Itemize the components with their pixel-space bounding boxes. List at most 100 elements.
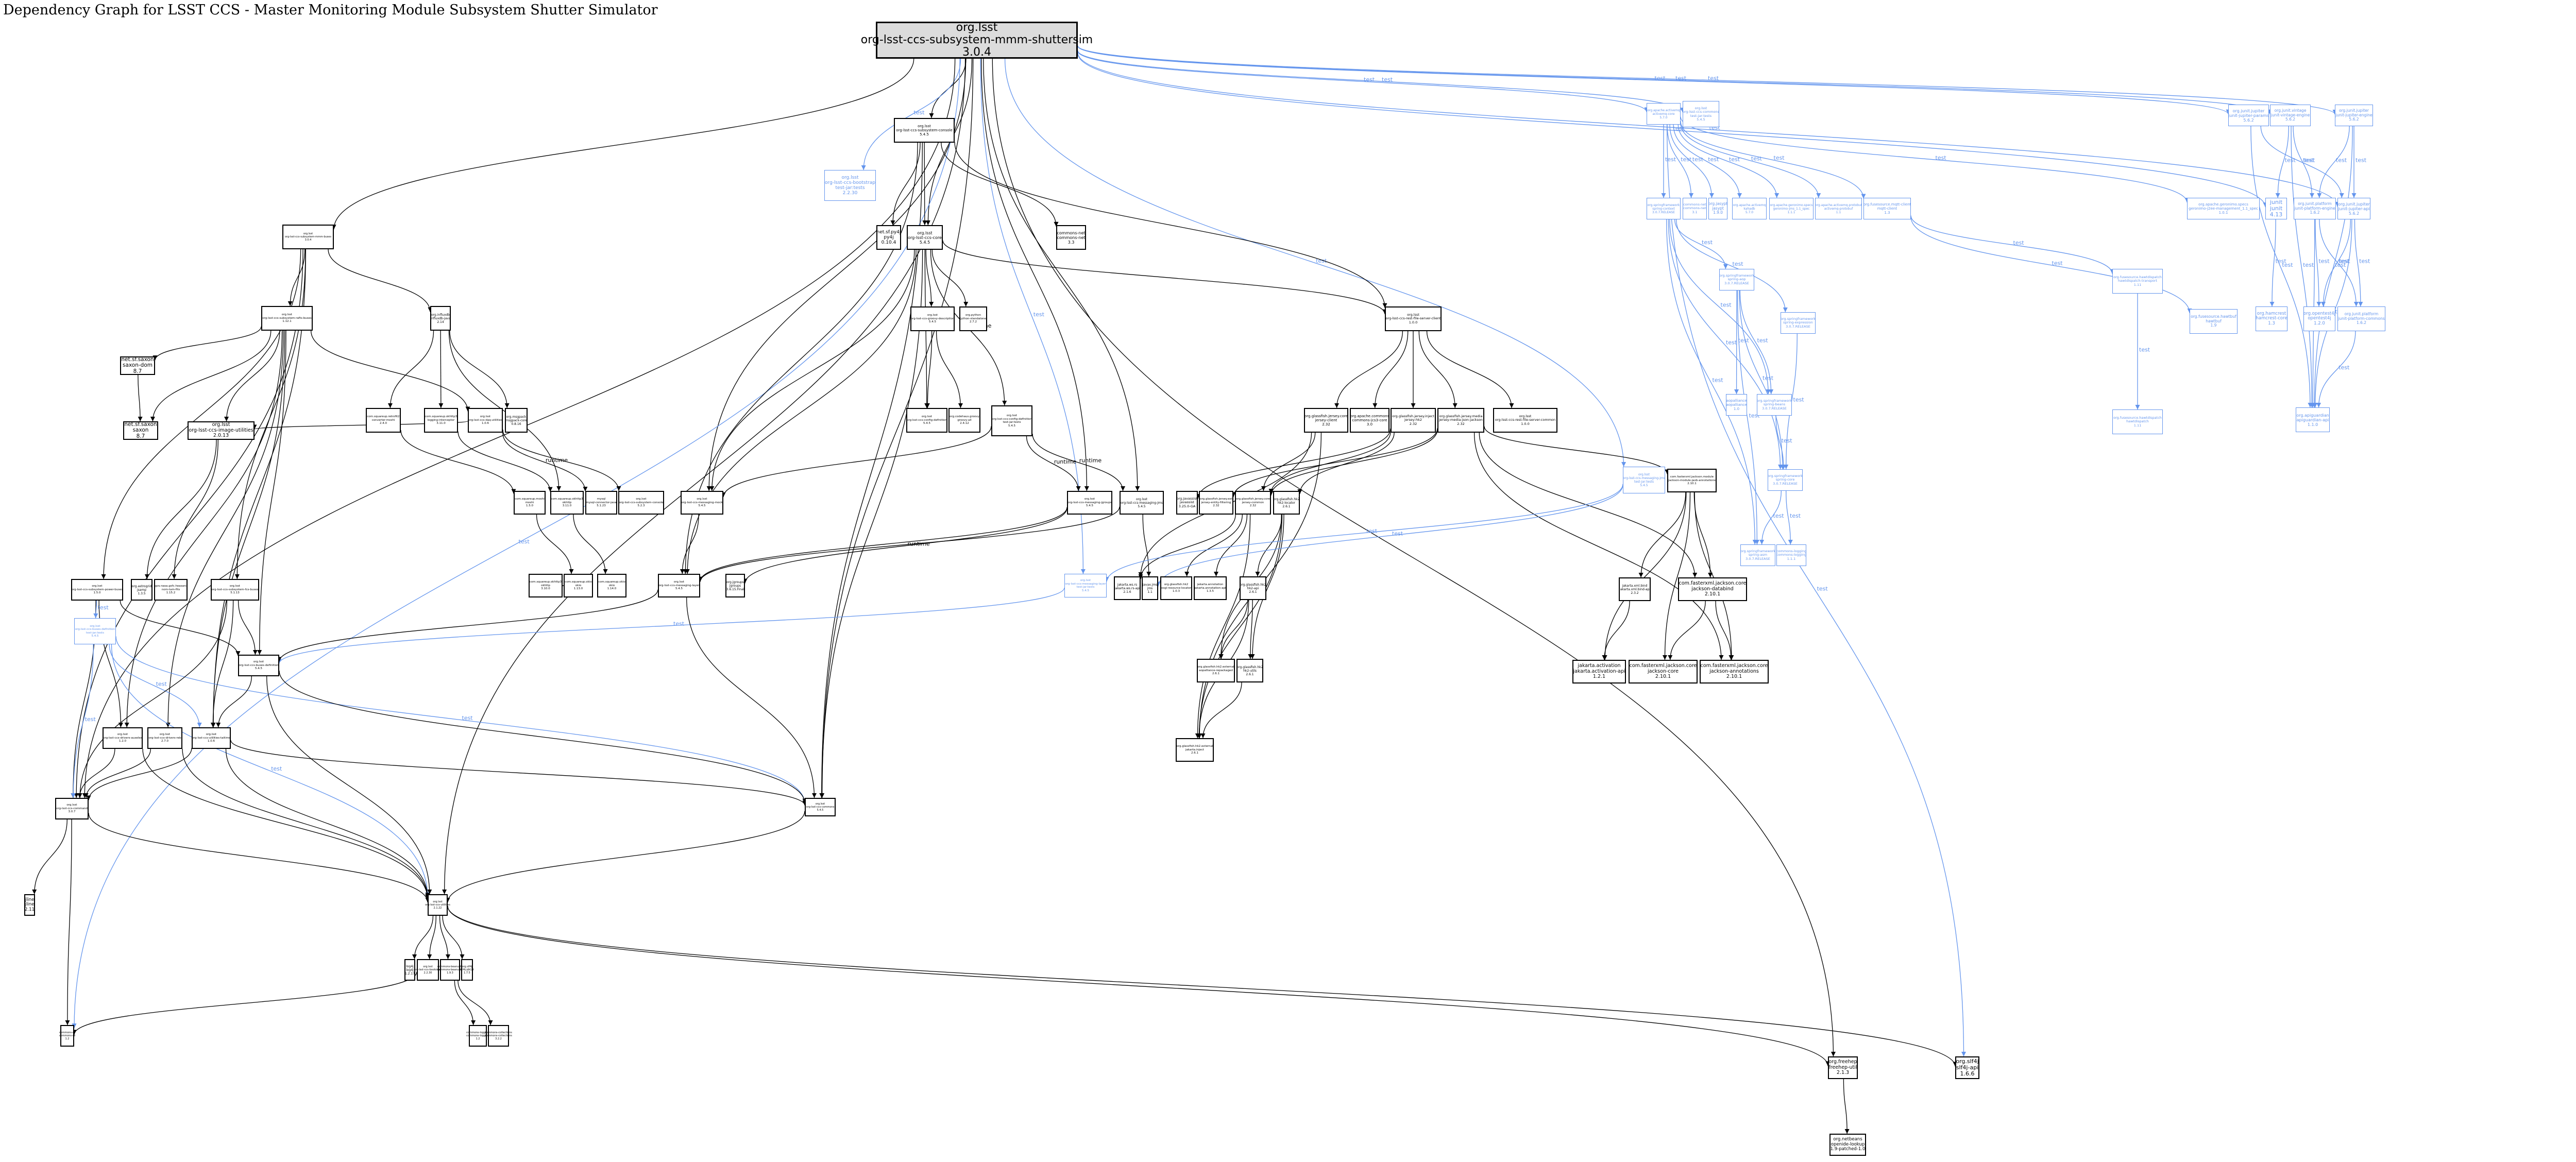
dependency-node-influxdb[interactable]: org.influxdbinfluxdb-java2.14 xyxy=(430,306,451,331)
dependency-node-apiguardian[interactable]: org.apiguardianapiguardian-api1.1.0 xyxy=(2296,407,2330,432)
dependency-node-buses-def-tests[interactable]: org.lsstorg-lsst-ccs-buses-definitiontes… xyxy=(74,618,116,644)
dependency-node-log4j[interactable]: log4jlog4j1.2.17 xyxy=(404,959,415,981)
dependency-node-commons-net33[interactable]: commons-netcommons-net3.3 xyxy=(1056,225,1086,250)
dependency-node-commons-tests[interactable]: org.lsstorg-lsst-ccs-commonstest-jar:tes… xyxy=(1683,101,1719,127)
dependency-node-utilities[interactable]: org.lsstorg-lsst-ccs-utilities2.1.22 xyxy=(425,894,450,916)
dependency-node-retrofit-moshi[interactable]: com.squareup.retrofit2converter-moshi2.4… xyxy=(366,408,401,433)
dependency-node-activemq-core[interactable]: org.apache.activemqactivemq-core5.7.0 xyxy=(1647,103,1681,125)
dependency-node-jersey-client[interactable]: org.glassfish.jersey.corejersey-client2.… xyxy=(1304,408,1348,433)
dependency-node-image-util[interactable]: org.lsstorg-lsst-ccs-image-utilities2.0.… xyxy=(188,421,255,440)
dependency-node-jline[interactable]: jlinejline2.11 xyxy=(24,894,35,916)
dependency-node-moshi[interactable]: com.squareup.moshimoshi1.5.0 xyxy=(514,491,546,515)
dependency-node-jupiter-api[interactable]: org.junit.jupiterjunit-jupiter-api5.6.2 xyxy=(2337,198,2370,219)
dependency-node-jsamp[interactable]: org.astrogridjsamp1.3.5 xyxy=(131,579,152,601)
dependency-node-msg-mock[interactable]: org.lsstorg-lsst-ccs-messaging-mock5.4.5 xyxy=(681,491,723,515)
dependency-node-reb[interactable]: org.lsstorg-lsst-ccs-drivers-reb2.7.0 xyxy=(147,727,182,749)
dependency-node-vintage[interactable]: org.junit.vintagejunit-vintage-engine5.6… xyxy=(2270,105,2311,126)
dependency-node-hawt-transport[interactable]: org.fusesource.hawtdispatchhawtdispatch-… xyxy=(2112,269,2163,294)
dependency-node-rest-client[interactable]: org.lsstorg-lsst-ccs-rest-file-server-cl… xyxy=(1385,306,1442,331)
dependency-node-hk2-locator[interactable]: org.glassfish.hk2hk2-locator2.6.1 xyxy=(1273,491,1300,515)
dependency-node-aopalliance-rp[interactable]: org.glassfish.hk2.externalaopalliance-re… xyxy=(1197,659,1235,682)
dependency-node-jackson-jaxb[interactable]: com.fasterxml.jackson.modulejackson-modu… xyxy=(1667,469,1717,492)
dependency-node-commons-logging12[interactable]: commons-loggingcommons-logging1.2 xyxy=(466,1025,489,1047)
dependency-node-okhttp-log[interactable]: com.squareup.okhttp3logging-interceptor3… xyxy=(424,408,458,433)
dependency-node-rest-common[interactable]: org.lsstorg-lsst-ccs-rest-file-server-co… xyxy=(1493,408,1557,433)
dependency-node-jersey-filter[interactable]: org.glassfish.jersey.extjersey-entity-fi… xyxy=(1199,491,1233,515)
dependency-node-javassist[interactable]: org.javassistjavassist3.25.0-GA xyxy=(1176,491,1198,515)
dependency-node-amq-protobuf[interactable]: org.apache.activemq.protobufactivemq-pro… xyxy=(1815,198,1862,219)
dependency-node-groovy-desc[interactable]: org.lsstorg-lsst-ccs-groovy-description5… xyxy=(910,306,955,331)
dependency-node-slf4j-jdk14[interactable]: org.slf4jslf4j-jdk141.7.5 xyxy=(461,959,473,981)
dependency-node-jakarta-inject[interactable]: org.glassfish.hk2.externaljakarta.inject… xyxy=(1176,738,1214,762)
dependency-node-msgpack[interactable]: org.msgpackmsgpack-core0.8.16 xyxy=(505,408,528,433)
dependency-node-config-def-tests[interactable]: org.lsstorg-lsst-ccs-config-definitionte… xyxy=(991,405,1032,436)
dependency-node-power-buses[interactable]: org.lsstorg-lsst-ccs-subsystem-power-bus… xyxy=(71,579,123,601)
dependency-node-spring-core[interactable]: org.springframeworkspring-core3.0.7.RELE… xyxy=(1768,469,1803,491)
dependency-node-rafts-buses[interactable]: org.lsstorg-lsst-ccs-subsystem-rafts-bus… xyxy=(261,306,313,331)
dependency-node-groovy-all[interactable]: org.codehaus.groovygroovy-all2.4.12 xyxy=(948,408,980,433)
dependency-node-aopalliance[interactable]: aopallianceaopalliance1.0 xyxy=(1726,394,1747,416)
dependency-node-jersey-common[interactable]: org.glassfish.jersey.corejersey-common2.… xyxy=(1235,491,1271,515)
dependency-node-okio113[interactable]: com.squareup.okiookio1.13.0 xyxy=(564,574,593,597)
dependency-node-saxon-dom[interactable]: net.sf.saxonsaxon-dom8.7 xyxy=(120,356,155,375)
dependency-node-spring-beans[interactable]: org.springframeworkspring-beans3.0.7.REL… xyxy=(1757,394,1792,416)
dependency-node-commons-net31[interactable]: commons-netcommons-net3.1 xyxy=(1683,198,1707,219)
dependency-node-osgi-loc[interactable]: org.glassfish.hk2osgi-resource-locator1.… xyxy=(1160,576,1192,600)
dependency-node-openide[interactable]: org.netbeansopenide-lookup1.9-patched-1.… xyxy=(1829,1134,1866,1156)
dependency-node-xml-bind[interactable]: jakarta.xml.bindjakarta.xml.bind-api2.3.… xyxy=(1619,577,1651,601)
dependency-node-junit[interactable]: junitjunit4.13 xyxy=(2265,198,2287,219)
dependency-node-jupiter-params[interactable]: org.junit.jupiterjunit-jupiter-params5.6… xyxy=(2228,105,2269,126)
dependency-node-msg-jms[interactable]: org.lsstorg-lsst-ccs-messaging-jms5.4.5 xyxy=(1120,491,1164,515)
dependency-node-spring-aop[interactable]: org.springframeworkspring-aop3.0.7.RELEA… xyxy=(1719,269,1754,290)
dependency-node-saxon[interactable]: net.sf.saxonsaxon8.7 xyxy=(123,421,158,440)
dependency-node-spring-expr[interactable]: org.springframeworkspring-expression3.0.… xyxy=(1781,312,1816,334)
dependency-node-config-def[interactable]: org.lsstorg-lsst-ccs-config-definition5.… xyxy=(906,408,947,433)
dependency-node-platform-engine[interactable]: org.junit.platformjunit-platform-engine1… xyxy=(2294,198,2336,219)
dependency-node-bootstrap[interactable]: org.lsstorg-lsst-ccs-bootstrap2.2.30 xyxy=(414,959,442,981)
dependency-node-console523[interactable]: org.lsstorg-lsst-ccs-subsystem-console5.… xyxy=(618,491,664,515)
dependency-node-fits[interactable]: gov.nasa.gsfc.heasarcnom-tam-fits1.15.2 xyxy=(154,579,188,601)
dependency-node-jersey-hk2[interactable]: org.glassfish.jersey.injectjersey-hk22.3… xyxy=(1391,408,1436,433)
dependency-node-hk2-utils[interactable]: org.glassfish.hk2hk2-utils2.6.1 xyxy=(1236,659,1263,682)
dependency-node-mqtt-client[interactable]: org.fusesource.mqtt-clientmqtt-client1.3 xyxy=(1863,198,1911,219)
dependency-node-collections[interactable]: commons-collectionscommons-collections3.… xyxy=(485,1025,512,1047)
dependency-node-bootstrap-tests[interactable]: org.lsstorg-lsst-ccs-bootstraptest-jar:t… xyxy=(824,170,876,201)
dependency-node-okhttp311[interactable]: com.squareup.okhttp3okhttp3.11.0 xyxy=(550,491,584,515)
dependency-node-databind[interactable]: com.fasterxml.jackson.corejackson-databi… xyxy=(1678,577,1747,601)
dependency-node-okio114[interactable]: com.squareup.okiookio1.14.0 xyxy=(597,574,626,597)
dependency-node-commons[interactable]: org.lsstorg-lsst-ccs-commons5.4.5 xyxy=(805,798,836,816)
dependency-node-beanutils[interactable]: commons-beanutilscommons-beanutils1.9.3 xyxy=(437,959,463,981)
dependency-node-hamcrest[interactable]: org.hamcresthamcrest-core1.3 xyxy=(2256,306,2287,331)
dependency-node-spring-context[interactable]: org.springframeworkspring-context3.0.7.R… xyxy=(1647,198,1681,219)
dependency-node-spring-asm[interactable]: org.springframeworkspring-asm3.0.7.RELEA… xyxy=(1740,544,1775,566)
dependency-node-msg-layer[interactable]: org.lsstorg-lsst-ccs-messaging-layer5.4.… xyxy=(658,574,700,597)
dependency-node-jms[interactable]: javax.jmsjms1.1 xyxy=(1142,576,1158,600)
dependency-node-jasypt[interactable]: org.jasyptjasypt1.9.0 xyxy=(1708,198,1727,219)
dependency-node-platform-commons[interactable]: org.junit.platformjunit-platform-commons… xyxy=(2337,306,2385,331)
dependency-node-jersey-json[interactable]: org.glassfish.jersey.mediajersey-media-j… xyxy=(1437,408,1484,433)
dependency-node-jcs3[interactable]: org.apache.commonscommons-jcs3-core3.0 xyxy=(1350,408,1389,433)
dependency-node-fcs-buses[interactable]: org.lsstorg-lsst-ccs-subsystem-fcs-buses… xyxy=(211,579,259,601)
dependency-node-okhttp310[interactable]: com.squareup.okhttp3okhttp3.10.0 xyxy=(529,574,563,597)
dependency-node-geronimo-j2ee[interactable]: org.apache.geronimo.specsgeronimo-j2ee-m… xyxy=(2187,198,2260,219)
dependency-node-daq-util[interactable]: org.lsstorg-lsst-ccs-daq-utilities1.0.6 xyxy=(468,408,503,433)
dependency-node-msg-layer-tests[interactable]: org.lsstorg-lsst-ccs-messaging-layertest… xyxy=(1064,574,1107,597)
dependency-node-core[interactable]: org.lsstorg-lsst-ccs-core5.4.5 xyxy=(907,225,943,250)
dependency-node-jackson-annot[interactable]: com.fasterxml.jackson.corejackson-annota… xyxy=(1700,660,1769,683)
dependency-node-jackson-core[interactable]: com.fasterxml.jackson.corejackson-core2.… xyxy=(1629,660,1698,683)
dependency-node-kahadb[interactable]: org.apache.activemqkahadb5.7.0 xyxy=(1732,198,1767,219)
dependency-node-console[interactable]: org.lsstorg-lsst-ccs-subsystem-console5.… xyxy=(894,118,955,143)
dependency-node-command[interactable]: org.lsstorg-lsst-ccs-command3.0.7 xyxy=(55,798,89,819)
dependency-node-commons-logging111[interactable]: commons-loggingcommons-logging1.1.1 xyxy=(1776,544,1806,566)
dependency-node-root[interactable]: org.lsstorg-lsst-ccs-subsystem-mmm-shutt… xyxy=(861,22,1093,59)
dependency-node-py4j[interactable]: net.sf.py4jpy4j0.10.4 xyxy=(876,225,901,250)
dependency-node-commons-cli[interactable]: commons-clicommons-cli1.2 xyxy=(59,1025,75,1047)
dependency-node-jgroups[interactable]: org.jgroupsjgroups3.6.15.Final xyxy=(725,574,745,597)
dependency-node-jython[interactable]: org.pythonjython-standalone2.7.2 xyxy=(959,306,987,331)
dependency-node-activation[interactable]: jakarta.activationjakarta.activation-api… xyxy=(1572,660,1626,683)
dependency-node-buses-def[interactable]: org.lsstorg-lsst-ccs-buses-definition5.4… xyxy=(238,655,279,676)
dependency-node-freehep[interactable]: org.freehepfreehep-util2.1.3 xyxy=(1828,1056,1858,1079)
dependency-node-slf4j-api[interactable]: org.slf4jslf4j-api1.6.6 xyxy=(1955,1056,1979,1079)
dependency-node-geronimo-jms[interactable]: org.apache.geronimo.specsgeronimo-jms_1.… xyxy=(1769,198,1814,219)
dependency-node-hk2-api[interactable]: org.glassfish.hk2hk2-api2.6.1 xyxy=(1240,576,1266,600)
